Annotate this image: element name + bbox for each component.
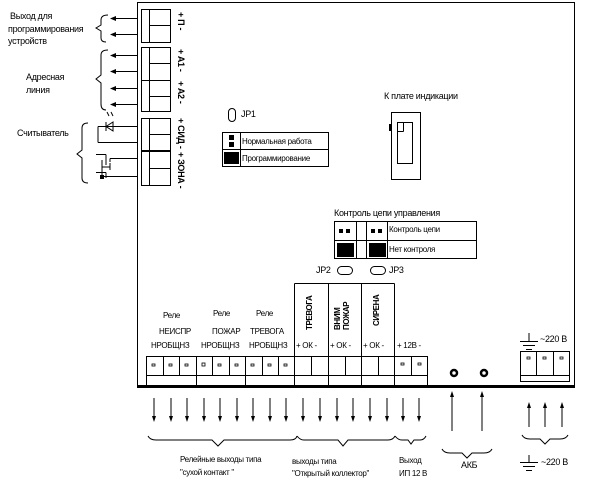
indication-label: К плате индикации xyxy=(384,91,458,101)
brace-prog xyxy=(95,14,109,43)
ok-3-name: СИРЕНА xyxy=(372,294,381,326)
terminal-mains xyxy=(520,351,570,382)
arrows-bottom-down xyxy=(153,398,420,418)
relay-1-contacts: НРОБЩНЗ xyxy=(151,341,190,350)
terminal-a1-label: + A1 - xyxy=(176,49,186,72)
arrows-battery-up xyxy=(451,395,483,431)
relay-3-contacts: НРОБЩНЗ xyxy=(249,341,288,350)
ground-icon-bottom xyxy=(520,455,538,471)
ok-1-pins: + ОК - xyxy=(296,341,317,350)
battery-terminal-plus xyxy=(449,368,459,378)
led-symbol xyxy=(97,111,137,143)
terminal-led xyxy=(141,118,171,151)
terminal-a2-label: + A2 - xyxy=(176,81,186,104)
ok-2-pins: + ОК - xyxy=(330,341,351,350)
ok-2-name-1: ВНИМ xyxy=(333,307,342,330)
reader-contact-symbol xyxy=(96,154,137,178)
jp2-closed-block xyxy=(337,243,354,257)
relay-3-name: ТРЕВОГА xyxy=(250,327,284,336)
battery-terminal-minus xyxy=(479,368,489,378)
board-frame xyxy=(137,2,575,388)
jp3-jumper xyxy=(370,266,386,275)
ok-outputs-label-2: "Открытый коллектор" xyxy=(292,469,370,478)
connector-key xyxy=(389,124,392,131)
relay-2-contacts: НРОБЩНЗ xyxy=(201,341,240,350)
relay-1-title: Реле xyxy=(163,311,181,320)
relay-2-name: ПОЖАР xyxy=(212,327,241,336)
brace-ok-outputs xyxy=(296,435,396,447)
jp2-label: JP2 xyxy=(316,265,331,275)
relay-outputs-label-2: "сухой контакт " xyxy=(180,468,234,477)
mains-label-bottom: ~220 В xyxy=(541,457,568,467)
arrows-mains-up xyxy=(528,405,563,427)
brace-psu-output xyxy=(394,435,427,445)
ground-icon-top xyxy=(520,333,538,350)
terminal-led-label: + СИД - xyxy=(176,118,186,149)
terminal-strip-relays xyxy=(146,356,295,387)
jp1-legend-programming: Программирование xyxy=(242,154,310,163)
jp3-open-dot-right xyxy=(378,229,382,233)
terminal-zone xyxy=(141,150,171,186)
terminal-prog-label: + П - xyxy=(176,12,186,31)
terminal-strip-ok xyxy=(294,356,428,387)
control-legend-control: Контроль цепи xyxy=(389,225,440,234)
ok-2-name-2: ПОЖАР xyxy=(342,301,351,330)
relay-3-title: Реле xyxy=(256,309,274,318)
battery-label: АКБ xyxy=(461,460,478,470)
jp3-closed-block xyxy=(369,243,386,257)
power-out-pins: + 12В - xyxy=(397,341,421,350)
ok-3-pins: + ОК - xyxy=(363,341,384,350)
terminal-zone-label: + ЗОНА - xyxy=(176,152,186,189)
jp1-jumper xyxy=(228,108,236,122)
programming-output-label-2: программирования xyxy=(8,24,84,34)
jp1-label: JP1 xyxy=(241,109,256,119)
control-legend-none: Нет контроля xyxy=(389,245,436,254)
psu-output-label-1: Выход xyxy=(399,456,422,465)
terminal-address xyxy=(141,47,171,112)
relay-2-title: Реле xyxy=(213,309,231,318)
psu-output-label-2: ИП 12 В xyxy=(399,469,428,478)
jp2-open-dot-right xyxy=(346,229,350,233)
jp1-legend-normal: Нормальная работа xyxy=(242,137,312,146)
mains-label-top: ~220 В xyxy=(540,334,567,344)
brace-reader xyxy=(76,122,89,184)
terminal-prog xyxy=(141,9,171,43)
control-circuit-title: Контроль цепи управления xyxy=(334,208,440,218)
programming-output-label-1: Выход для xyxy=(10,11,53,21)
jp1-open-dot-top xyxy=(229,135,234,140)
brace-relay-outputs xyxy=(147,435,298,447)
address-line-label-1: Адресная xyxy=(26,72,65,82)
brace-mains xyxy=(521,434,569,445)
jp2-jumper xyxy=(337,266,353,275)
indication-connector xyxy=(391,112,421,180)
jp3-label: JP3 xyxy=(389,265,404,275)
brace-address xyxy=(95,49,109,111)
ok-outputs-label-1: выходы типа xyxy=(292,457,337,466)
jp1-open-dot-bottom xyxy=(229,142,234,147)
brace-battery xyxy=(441,448,493,459)
relay-outputs-label-1: Релейные выходы типа xyxy=(180,455,262,464)
jp3-open-dot-left xyxy=(371,229,375,233)
arrows-left xyxy=(114,18,137,105)
relay-1-name: НЕИСПР xyxy=(159,327,191,336)
ok-1-name: ТРЕВОГА xyxy=(305,295,314,330)
jp1-closed-block xyxy=(224,152,239,164)
reader-label: Считыватель xyxy=(17,128,69,138)
address-line-label-2: линия xyxy=(26,85,50,95)
programming-output-label-3: устройств xyxy=(8,36,47,46)
jp2-open-dot-left xyxy=(339,229,343,233)
